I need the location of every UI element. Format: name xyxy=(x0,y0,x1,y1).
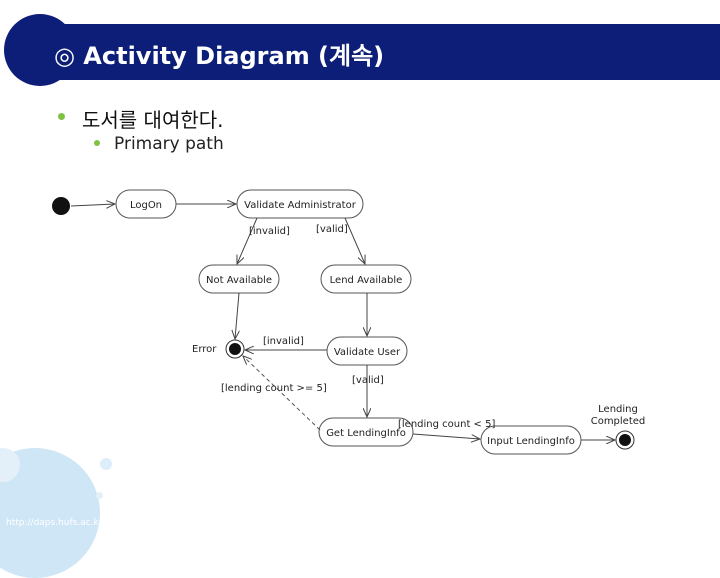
bullet-level1: 도서를 대여한다. xyxy=(82,108,224,132)
activity-get-lending-info: Get LendingInfo xyxy=(318,417,414,447)
activity-lend-available: Lend Available xyxy=(320,264,412,294)
activity-validate-user: Validate User xyxy=(326,336,408,366)
deco-bubble-mid xyxy=(0,448,20,482)
guard-invalid-user: [invalid] xyxy=(263,336,304,347)
final-node xyxy=(615,430,635,450)
activity-logon: LogOn xyxy=(115,189,177,219)
initial-node xyxy=(52,197,70,215)
activity-diagram: LogOn Validate Administrator Not Availab… xyxy=(52,189,646,455)
edge-get-lending-error xyxy=(243,356,321,431)
final-label-line1: Lending xyxy=(598,404,638,415)
edge-not-available-error xyxy=(235,292,239,339)
title-circle xyxy=(4,14,76,86)
activity-input-lending-info-label: Input LendingInfo xyxy=(487,436,575,447)
activity-lend-available-label: Lend Available xyxy=(330,275,403,286)
page-title: ◎ Activity Diagram (계속) xyxy=(54,42,385,70)
bullet-dot-2 xyxy=(94,140,100,146)
guard-lending-lt5: [lending count < 5] xyxy=(398,419,495,430)
activity-logon-label: LogOn xyxy=(130,200,162,211)
bullet-dot-1 xyxy=(58,113,65,120)
activity-not-available-label: Not Available xyxy=(206,275,272,286)
edge-admin-lend-available xyxy=(344,217,365,264)
edge-admin-not-available xyxy=(237,217,258,264)
edge-get-lending-input xyxy=(412,433,480,439)
activity-not-available: Not Available xyxy=(198,264,280,294)
footer-url: http://daps.hufs.ac.kr xyxy=(6,518,103,528)
deco-bubble-small xyxy=(100,458,112,470)
guard-lending-ge5: [lending count >= 5] xyxy=(221,383,327,394)
activity-validate-admin: Validate Administrator xyxy=(236,189,364,219)
activity-get-lending-info-label: Get LendingInfo xyxy=(326,428,406,439)
activity-validate-admin-label: Validate Administrator xyxy=(244,200,357,211)
error-label: Error xyxy=(192,344,217,355)
activity-validate-user-label: Validate User xyxy=(334,347,401,358)
guard-invalid-admin: [invalid] xyxy=(249,226,290,237)
bullet-level2: Primary path xyxy=(114,134,224,154)
error-end-node xyxy=(225,339,245,359)
deco-bubble-tiny xyxy=(96,492,103,499)
activity-input-lending-info: Input LendingInfo xyxy=(480,425,582,455)
title-bar xyxy=(34,24,720,80)
guard-valid-admin: [valid] xyxy=(316,224,348,235)
guard-valid-user: [valid] xyxy=(352,375,384,386)
final-label-line2: Completed xyxy=(591,416,646,427)
edge-initial-logon xyxy=(70,204,115,206)
